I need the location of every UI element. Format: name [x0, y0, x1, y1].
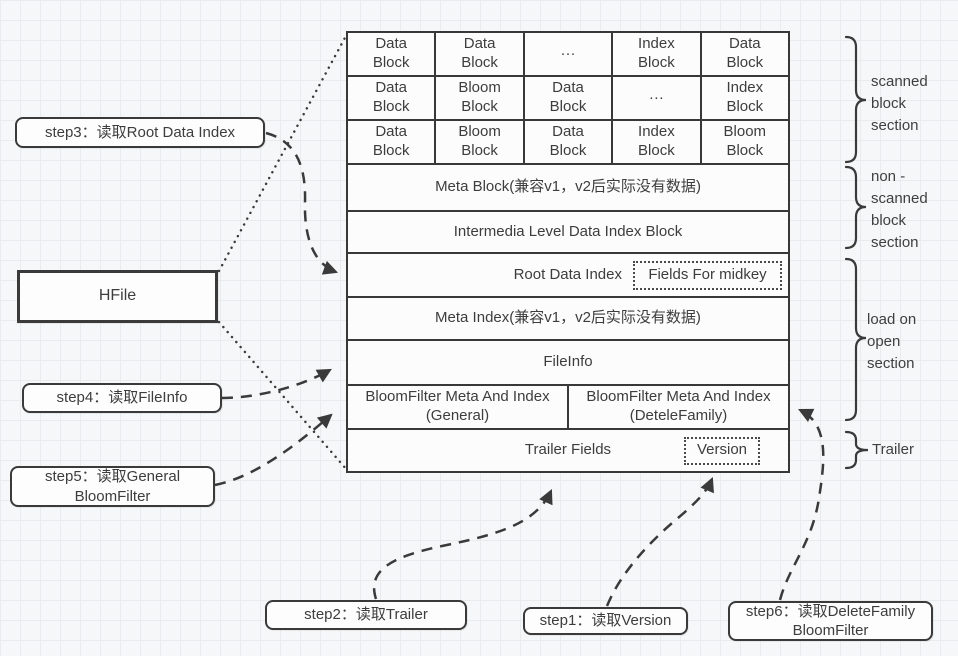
trailer-fields-row: Trailer Fields Version [348, 430, 788, 471]
label-load-on-open-section: load on open section [867, 311, 917, 372]
block-cell: Data Block [348, 121, 435, 163]
step3-arrow [265, 131, 339, 275]
bloom-deletefamily-cell: BloomFilter Meta And Index (DeteleFamily… [569, 386, 788, 428]
block-cell-ellipsis: ··· [613, 77, 700, 119]
version-box: Version [684, 436, 760, 465]
block-cell: Data Block [524, 121, 612, 163]
hfile-top-connector-line [217, 32, 349, 273]
hfile-structure-table: Data Block Data Block ··· Index Block Da… [346, 31, 790, 473]
block-cell-ellipsis: ··· [524, 33, 612, 75]
step3-box: step3：读取Root Data Index [15, 117, 265, 148]
block-cell: Data Block [524, 77, 612, 119]
block-cell: Data Block [348, 77, 435, 119]
step1-box: step1：读取Version [523, 607, 688, 635]
hfile-box: HFile [17, 270, 218, 323]
block-cell: Bloom Block [701, 121, 788, 163]
step6-box: step6：读取DeleteFamily BloomFilter [728, 601, 933, 641]
intermedia-index-row: Intermedia Level Data Index Block [348, 212, 788, 252]
step4-box: step4：读取FileInfo [22, 383, 222, 413]
step4-arrow [221, 368, 332, 400]
block-cell: Bloom Block [436, 77, 523, 119]
block-cell: Data Block [436, 33, 523, 75]
step2-arrow [372, 489, 553, 600]
label-scanned-section: scanned block section [871, 73, 928, 134]
step5-box: step5：读取General BloomFilter [10, 466, 215, 507]
step1-arrow [605, 476, 714, 607]
block-cell: Bloom Block [436, 121, 523, 163]
brace-load-on-open-section [844, 257, 867, 422]
brace-scanned-section [844, 35, 867, 164]
step5-arrow [214, 413, 333, 487]
root-data-index-row: Root Data Index Fields For midkey [348, 254, 788, 296]
brace-non-scanned-section [844, 165, 867, 250]
trailer-fields-label: Trailer Fields [524, 441, 612, 459]
block-cell: Index Block [701, 77, 788, 119]
block-cell: Data Block [348, 33, 435, 75]
step2-box: step2：读取Trailer [265, 600, 467, 630]
meta-block-row: Meta Block(兼容v1，v2后实际没有数据) [348, 165, 788, 210]
bloom-general-cell: BloomFilter Meta And Index (General) [348, 386, 567, 428]
fields-for-midkey-box: Fields For midkey [633, 260, 782, 290]
label-trailer-section: Trailer [872, 441, 914, 458]
label-non-scanned-section: non - scanned block section [871, 168, 928, 251]
brace-trailer [844, 430, 869, 470]
block-cell: Data Block [701, 33, 788, 75]
hfile-bottom-connector-line [217, 320, 349, 472]
block-cell: Index Block [613, 121, 700, 163]
fileinfo-row: FileInfo [348, 341, 788, 384]
root-data-index-label: Root Data Index [513, 265, 622, 283]
block-cell: Index Block [613, 33, 700, 75]
meta-index-row: Meta Index(兼容v1，v2后实际没有数据) [348, 298, 788, 339]
